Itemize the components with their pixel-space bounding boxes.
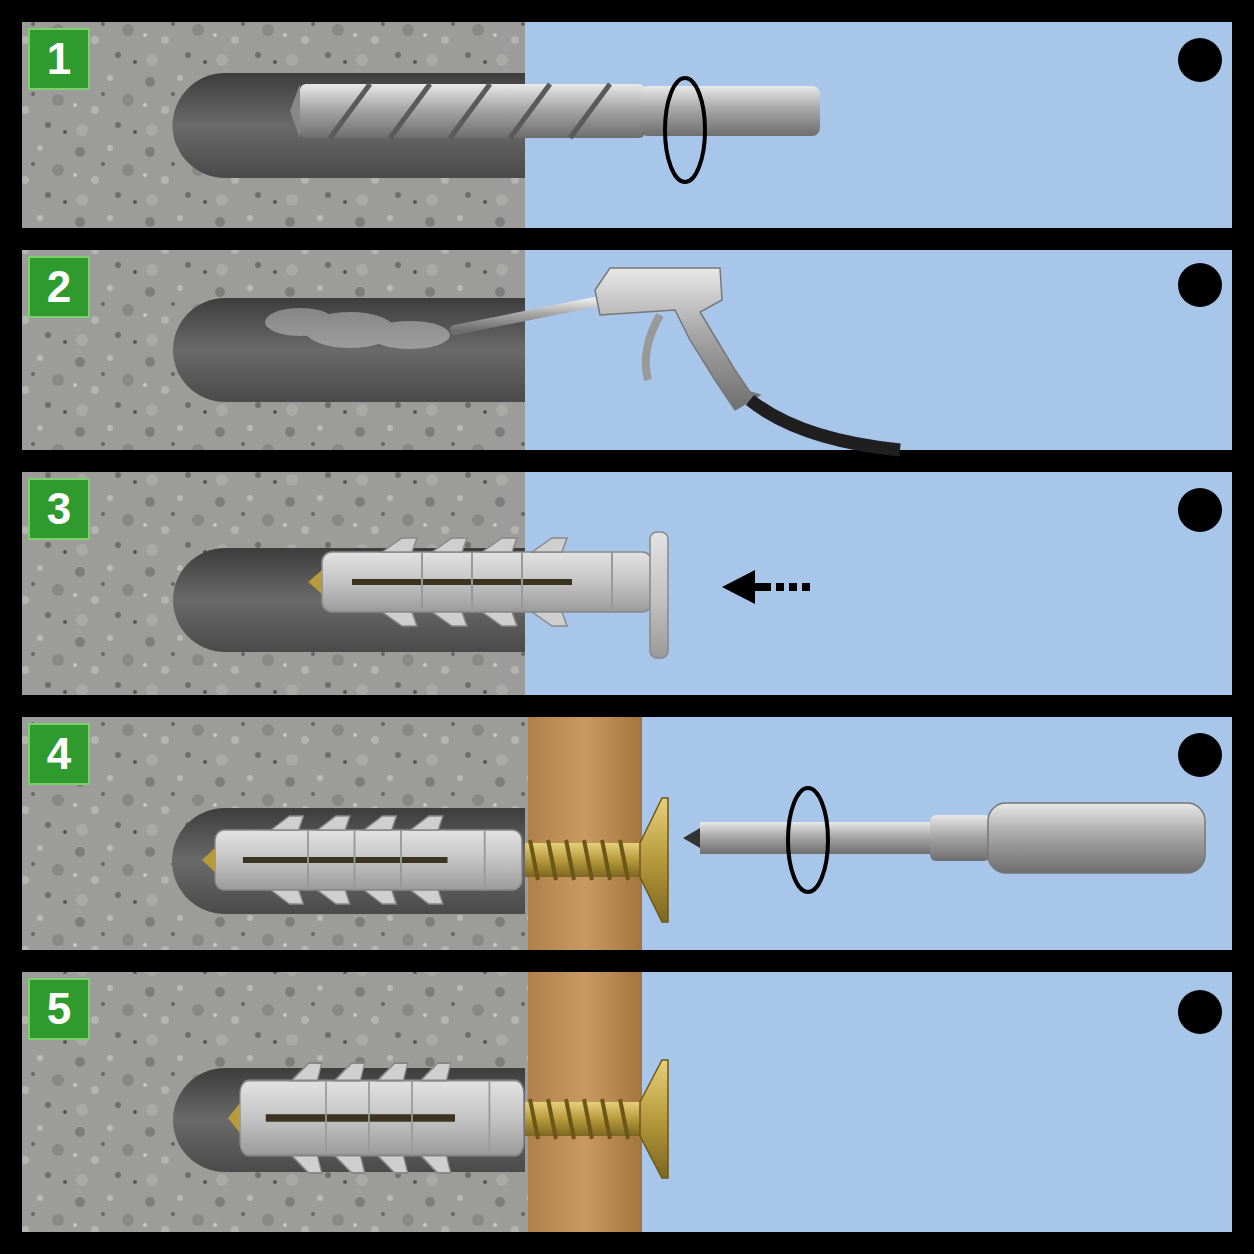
dot — [1178, 733, 1222, 777]
dot — [1178, 263, 1222, 307]
step-number: 2 — [47, 265, 71, 309]
step-number-box: 5 — [28, 978, 90, 1040]
step-number: 1 — [47, 37, 71, 81]
step-number-box: 4 — [28, 723, 90, 785]
insert-arrow — [722, 570, 755, 604]
panel-screw — [22, 717, 1232, 950]
rotation-arrow — [788, 788, 828, 892]
step-number: 3 — [47, 487, 71, 531]
step-number: 4 — [47, 732, 71, 776]
dot — [1178, 38, 1222, 82]
rotation-arrow — [665, 78, 705, 182]
panel-done — [22, 972, 1232, 1232]
panel-insert — [22, 472, 1232, 695]
step-number-box: 1 — [28, 28, 90, 90]
dot — [1178, 488, 1222, 532]
step-number-box: 3 — [28, 478, 90, 540]
dot — [1178, 990, 1222, 1034]
step-number-box: 2 — [28, 256, 90, 318]
step-number: 5 — [47, 987, 71, 1031]
panel-blow — [22, 250, 1232, 450]
panel-drill — [22, 22, 1232, 228]
